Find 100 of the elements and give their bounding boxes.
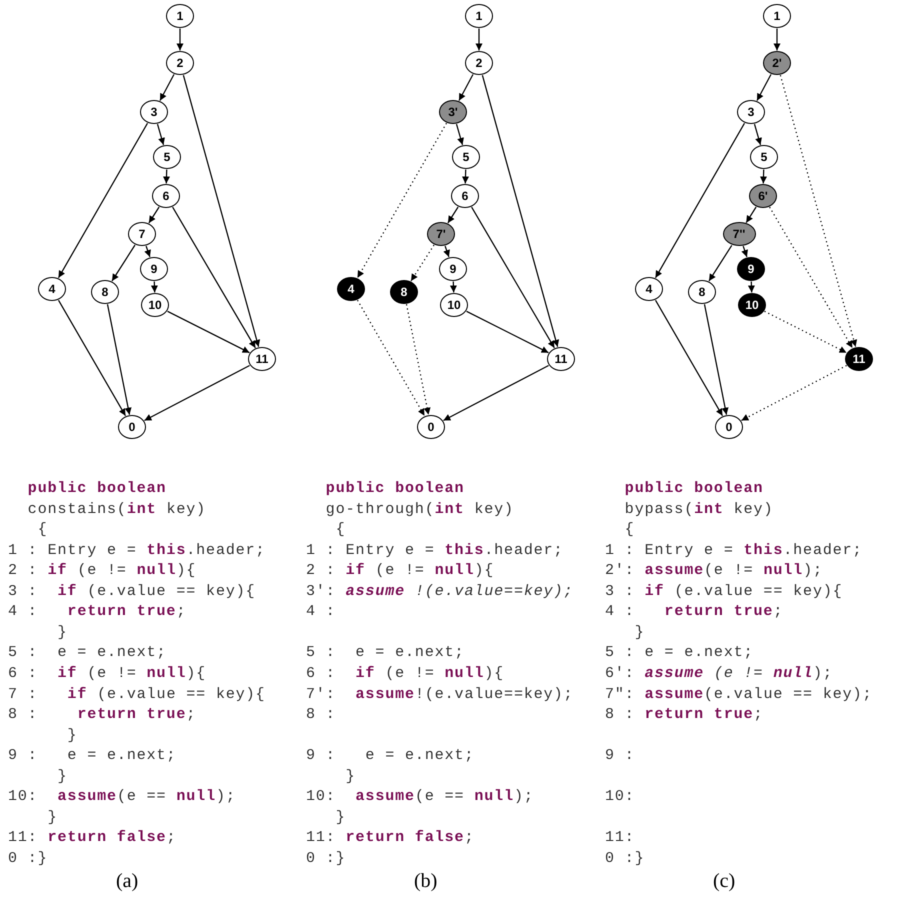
arrow <box>754 124 762 146</box>
code-line: 9 : e = e.next; <box>306 747 474 766</box>
state-node: 0 <box>417 415 445 439</box>
code-line: constains(int key) <box>26 500 206 519</box>
code-line: { <box>624 521 635 540</box>
arrow <box>458 74 474 101</box>
state-node: 7 <box>128 222 156 246</box>
code-line: 8 : <box>306 706 336 724</box>
arrow <box>471 206 555 348</box>
code-line: 4 : return true; <box>8 603 186 622</box>
panel-caption: (c) <box>713 870 736 893</box>
arrow <box>774 28 780 50</box>
state-node: 8 <box>390 280 418 304</box>
arrow <box>746 206 757 224</box>
code-line: 7″: assume(e.value == key); <box>605 686 872 704</box>
arrow <box>150 281 158 293</box>
arrow <box>148 206 160 224</box>
state-node: 9 <box>737 257 765 281</box>
state-node: 6 <box>451 184 479 208</box>
arrow <box>482 75 560 347</box>
code-line: 10: assume(e == null); <box>8 788 236 806</box>
code-line: 11: <box>605 829 635 848</box>
code-line: 3 : if (e.value == key){ <box>8 582 256 601</box>
code-line: } <box>46 808 58 827</box>
arrow <box>760 169 767 184</box>
state-node: 7'' <box>722 222 756 246</box>
state-node: 8 <box>91 280 119 304</box>
code-line: 9 : <box>605 747 635 766</box>
state-node: 3' <box>439 100 467 124</box>
arrow <box>58 300 126 416</box>
code-line: 8 : return true; <box>8 706 196 724</box>
arrow <box>476 28 482 50</box>
code-line: 1 : Entry e = this.header; <box>306 542 564 560</box>
code-line: 5 : e = e.next; <box>8 644 166 662</box>
code-line: 5 : e = e.next; <box>306 644 464 662</box>
code-line: 2′: assume(e != null); <box>605 562 823 580</box>
arrow <box>406 304 431 415</box>
state-node: 6 <box>152 184 180 208</box>
arrow <box>654 300 724 416</box>
state-node: 11 <box>845 347 873 371</box>
code-line: 0 :} <box>306 850 346 868</box>
arrow <box>144 246 151 258</box>
code-line: 6 : if (e != null){ <box>8 664 206 683</box>
state-node: 10 <box>738 293 766 317</box>
arrow <box>172 206 256 348</box>
state-node: 0 <box>715 415 743 439</box>
arrow <box>58 122 148 278</box>
code-line: 4 : return true; <box>605 603 784 622</box>
code-line: } <box>66 726 78 745</box>
arrow <box>708 244 732 282</box>
arrow <box>410 244 434 282</box>
arrow <box>462 169 469 184</box>
code-line: 6′: assume (e != null); <box>605 664 833 683</box>
arrow <box>176 28 184 50</box>
state-node: 10 <box>141 293 169 317</box>
code-line: { <box>334 521 346 540</box>
state-node: 1 <box>465 4 493 28</box>
code-line: } <box>634 624 645 642</box>
arrow <box>748 281 755 293</box>
code-line: 4 : <box>306 603 336 622</box>
state-node: 10 <box>440 293 468 317</box>
code-line: 5 : e = e.next; <box>605 644 754 662</box>
state-node: 5 <box>750 145 778 169</box>
code-line: public boolean <box>26 480 166 498</box>
state-node: 4 <box>635 277 663 301</box>
state-node: 1 <box>166 4 194 28</box>
panel-caption: (a) <box>116 870 138 893</box>
state-node: 2' <box>763 51 791 75</box>
code-line: } <box>344 768 356 786</box>
state-node: 8 <box>688 280 716 304</box>
arrow <box>443 246 450 258</box>
code-line: 0 :} <box>8 850 48 868</box>
code-line: 11: return false; <box>306 829 474 848</box>
code-line: 7 : if (e.value == key){ <box>8 686 266 704</box>
code-line: public boolean <box>624 480 764 498</box>
arrow <box>654 122 746 278</box>
state-node: 2 <box>465 51 493 75</box>
state-node: 6' <box>749 184 777 208</box>
arrow <box>163 169 170 184</box>
code-line: { <box>36 521 48 540</box>
code-line: 6 : if (e != null){ <box>306 664 504 683</box>
arrow <box>167 310 250 354</box>
arrow <box>741 364 847 422</box>
panel-caption: (b) <box>414 870 438 893</box>
arrow <box>780 75 858 347</box>
arrow <box>144 364 250 422</box>
code-line: 2 : if (e != null){ <box>8 562 196 580</box>
state-node: 3 <box>737 100 765 124</box>
arrow <box>447 206 459 224</box>
arrow <box>704 304 729 415</box>
state-node: 5 <box>452 145 480 169</box>
state-node: 9 <box>439 257 467 281</box>
state-node: 7' <box>427 222 455 246</box>
code-line: 11: return false; <box>8 829 176 848</box>
code-line: 10: assume(e == null); <box>306 788 534 806</box>
state-node: 0 <box>118 415 146 439</box>
arrow <box>764 310 847 354</box>
code-line: 3′: assume !(e.value==key); <box>306 582 574 601</box>
state-node: 2 <box>166 51 194 75</box>
arrow <box>443 364 549 422</box>
